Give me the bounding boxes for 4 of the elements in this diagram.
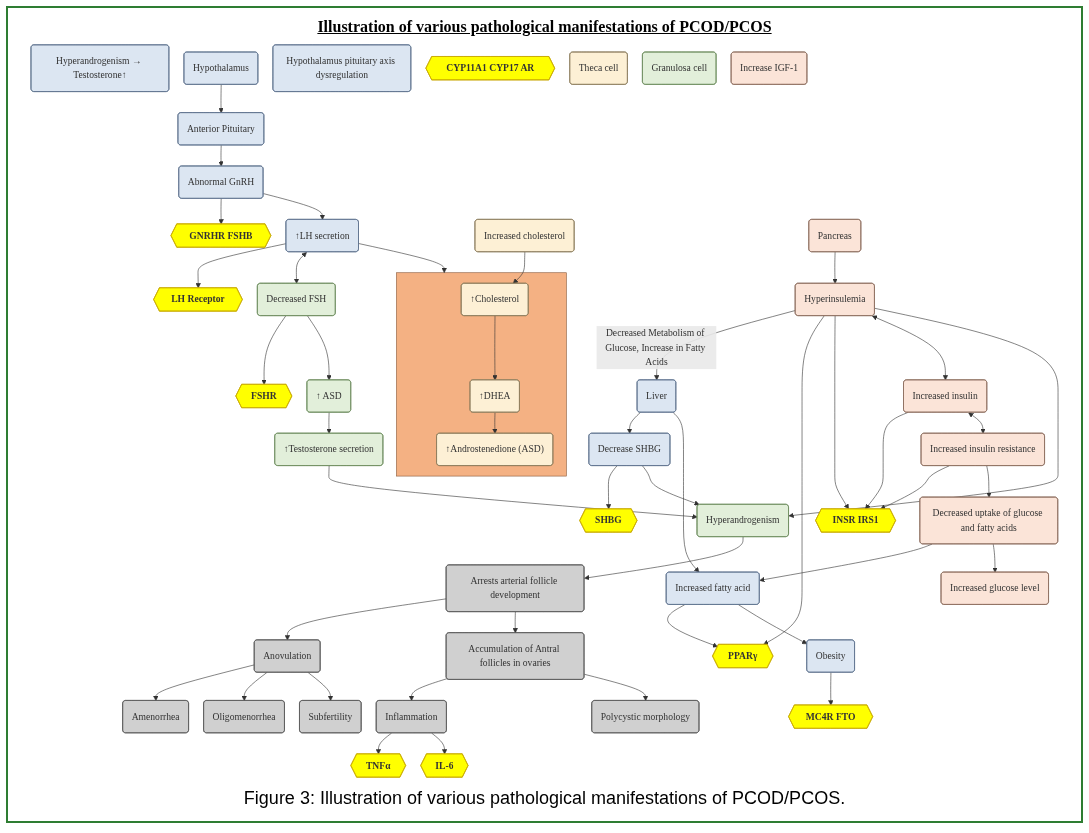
cluster bbox=[396, 272, 567, 477]
figure-caption: Figure 3: Illustration of various pathological manifestations of PCOD/PCOS. bbox=[243, 788, 846, 809]
diagram-title: Illustration of various pathological manifestations of PCOD/PCOS bbox=[317, 18, 772, 36]
edge-label: Decreased Metabolism of Glucose, Increase in Fatty Acids bbox=[605, 327, 706, 367]
